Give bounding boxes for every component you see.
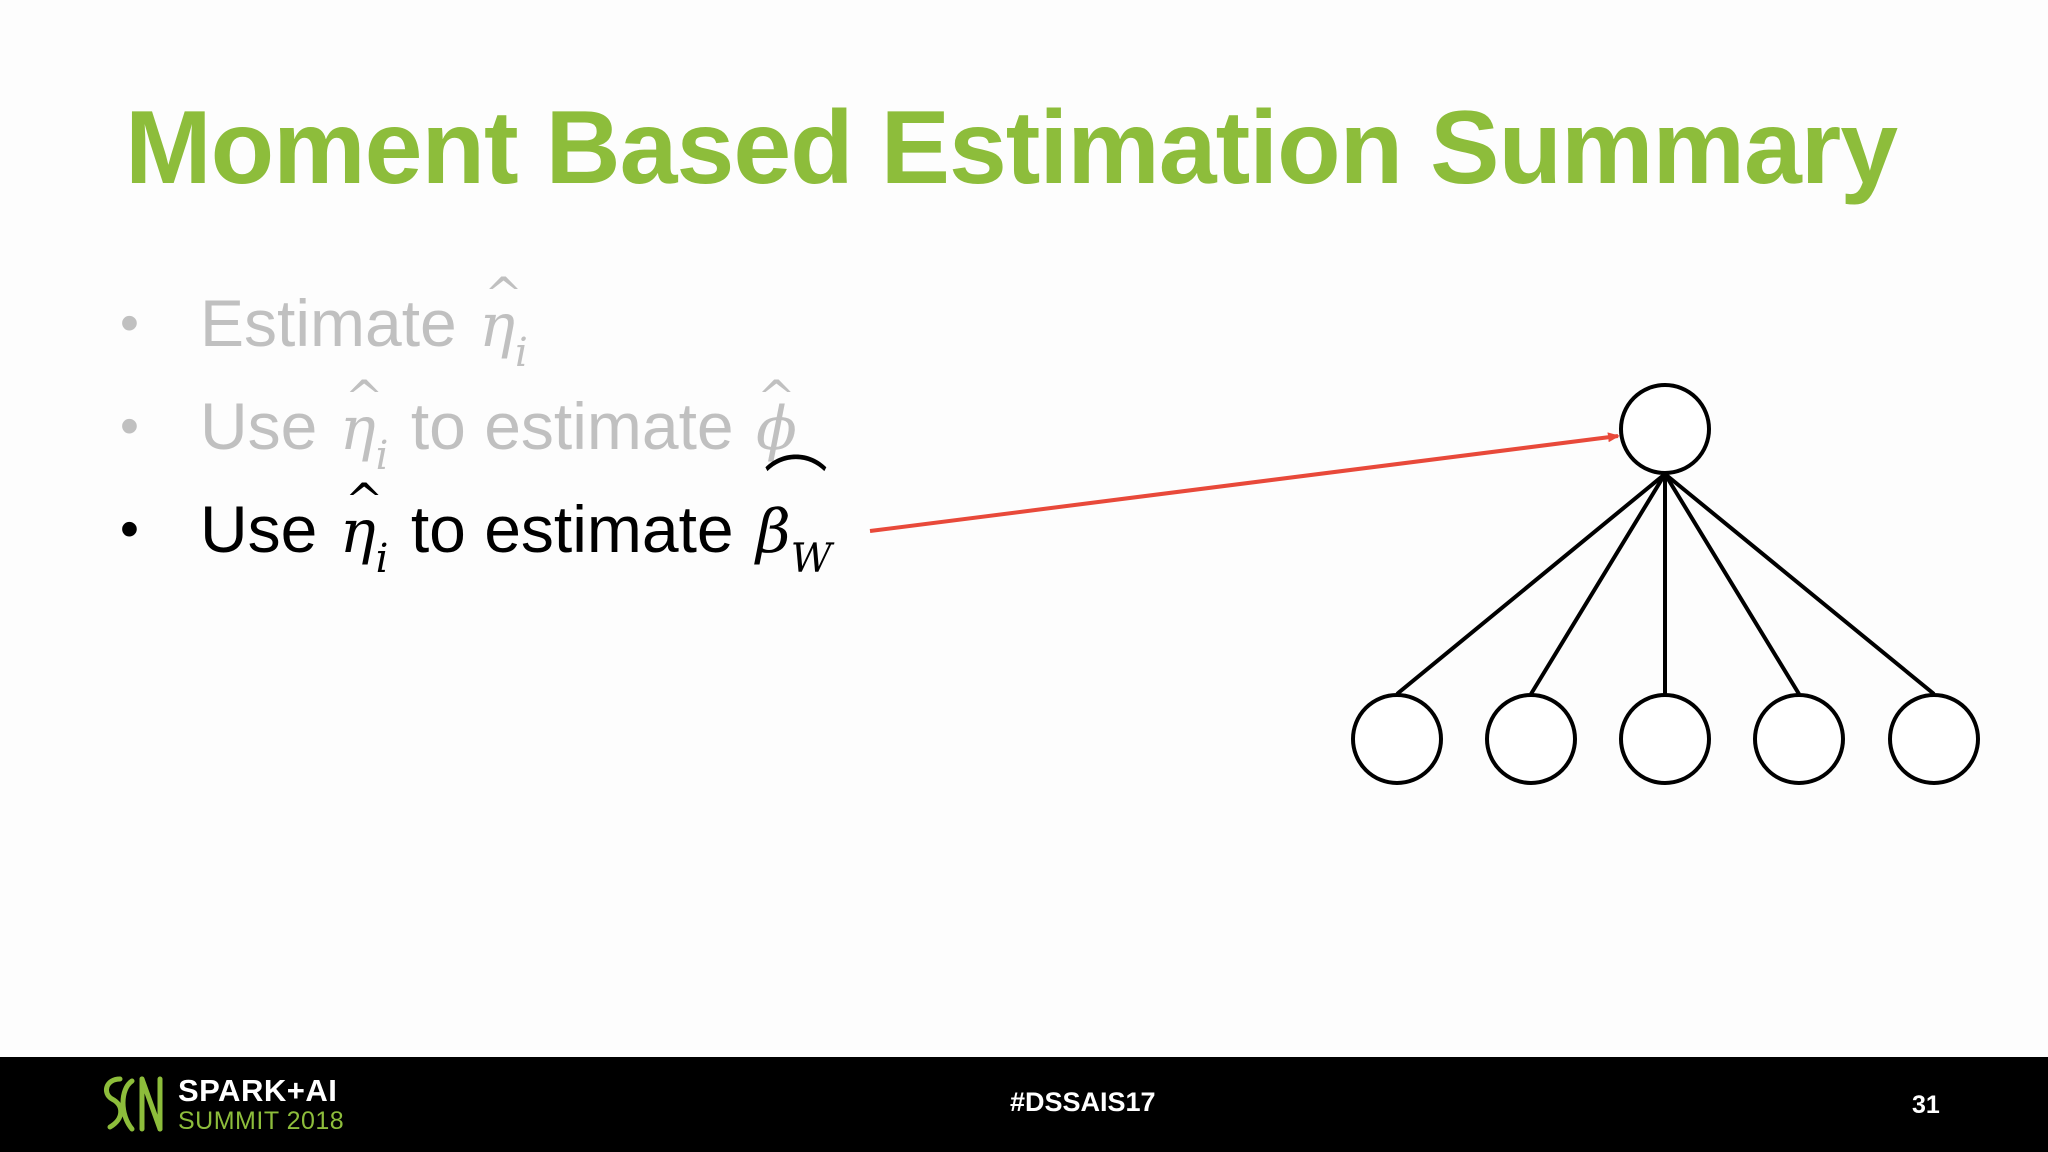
tree-edge (1395, 472, 1667, 696)
bullet-label: Use (200, 389, 318, 463)
bullet-middle-text: to estimate (410, 389, 734, 463)
tree-child-node (1619, 693, 1711, 785)
bullet-text: Estimate ^ηi (200, 267, 532, 378)
math-eta-hat-i: ^ηi (475, 267, 532, 378)
event-hashtag: #DSSAIS17 (1010, 1087, 1156, 1117)
math-eta-hat-i: ^ηi (336, 473, 393, 584)
red-arrow (869, 432, 1620, 533)
tree-edges (1395, 472, 1936, 696)
math-symbol: η (339, 497, 376, 567)
math-eta-hat-i: ^ηi (336, 370, 393, 481)
math-symbol: η (479, 291, 516, 361)
hat-accent: ^ (484, 267, 523, 321)
math-subscript: W (790, 536, 832, 582)
bullet-middle-text: to estimate (410, 492, 734, 566)
math-phi-hat: ^ϕ (752, 370, 801, 474)
bullet-label: Use (200, 492, 318, 566)
math-beta-w-hat: ⌒βW (752, 456, 836, 584)
hat-accent: ^ (757, 370, 796, 424)
brand-line-spark-ai: SPARK+AI (178, 1073, 338, 1108)
math-symbol: ϕ (755, 394, 797, 464)
bullet-label: Estimate (200, 286, 457, 360)
math-symbol: η (339, 394, 376, 464)
tree-child-node (1888, 693, 1980, 785)
slide-title: Moment Based Estimation Summary (125, 90, 1898, 206)
footer-bar: SPARK+AI SUMMIT 2018 #DSSAIS17 31 (0, 1057, 2048, 1152)
tree-root-node (1619, 383, 1711, 475)
page-number: 31 (1912, 1091, 1940, 1119)
math-subscript: i (375, 433, 389, 479)
wide-hat-accent: ⌒ (763, 451, 828, 525)
brand-line-summit: SUMMIT 2018 (178, 1107, 345, 1135)
spark-ai-logo-icon (103, 1076, 163, 1132)
tree-child-node (1485, 693, 1577, 785)
tree-child-node (1753, 693, 1845, 785)
brand-name: SPARK+AI SUMMIT 2018 (178, 1073, 345, 1136)
tree-child-nodes (1351, 693, 1980, 785)
bullet-text: Use ^ηi to estimate ⌒βW (200, 456, 836, 584)
math-subscript: i (375, 536, 389, 582)
bullet-marker: • (120, 396, 139, 456)
tree-edge (1663, 472, 1801, 696)
hat-accent: ^ (344, 370, 384, 424)
tree-edge (1663, 472, 1936, 696)
bullet-marker: • (120, 499, 139, 559)
math-symbol: β (755, 497, 791, 567)
math-subscript: i (515, 330, 528, 376)
bullet-marker: • (120, 293, 139, 353)
tree-child-node (1351, 693, 1443, 785)
tree-edge (1529, 472, 1667, 696)
bullet-text: Use ^ηi to estimate ^ϕ (200, 370, 801, 481)
hat-accent: ^ (344, 473, 384, 527)
